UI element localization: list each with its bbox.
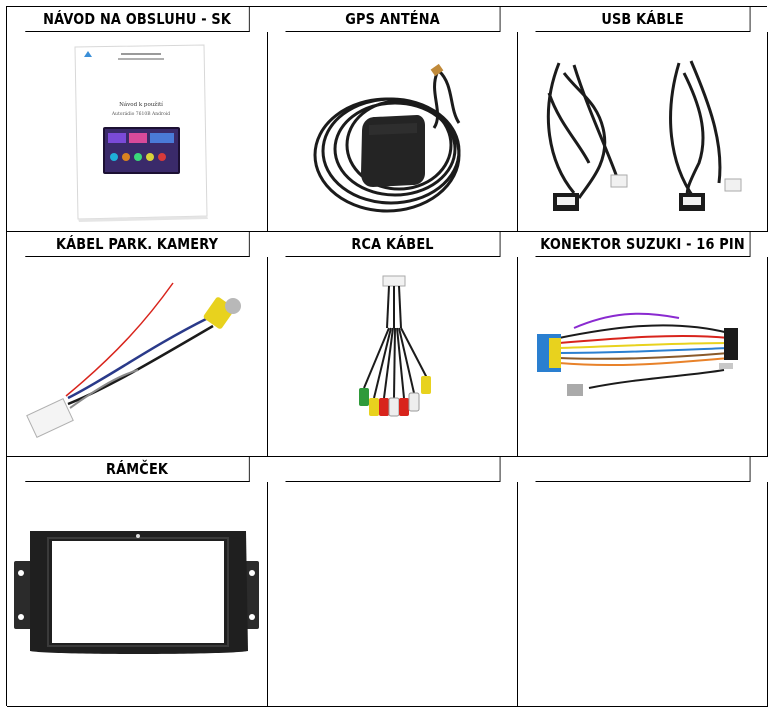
- header-label: USB KÁBLE: [601, 10, 684, 28]
- cell-camera: [7, 257, 268, 457]
- header-frame: RÁMČEK: [25, 457, 250, 482]
- manual-image: Návod k použití Autorádio 7610B Android: [73, 43, 208, 222]
- header-label: RÁMČEK: [106, 460, 169, 478]
- header-label: NÁVOD NA OBSLUHU - SK: [43, 10, 232, 28]
- cell-empty-2: [268, 482, 518, 707]
- header-label: GPS ANTÉNA: [345, 10, 440, 28]
- cell-usb: [518, 32, 768, 232]
- header-camera: KÁBEL PARK. KAMERY: [25, 232, 250, 257]
- cell-suzuki: [518, 257, 768, 457]
- frame-image: [13, 530, 259, 654]
- camera-cable-image: [25, 282, 241, 438]
- header-suzuki: KONEKTOR SUZUKI - 16 PIN: [535, 232, 751, 257]
- usb-cable-image: [546, 59, 741, 211]
- header-gps: GPS ANTÉNA: [285, 7, 501, 32]
- header-label: RCA KÁBEL: [351, 235, 434, 253]
- header-label: KÁBEL PARK. KAMERY: [55, 235, 219, 253]
- manual-doc-subtitle: Autorádio 7610B Android: [110, 110, 169, 117]
- rca-cable-image: [358, 275, 431, 416]
- header-rca: RCA KÁBEL: [285, 232, 501, 257]
- header-usb: USB KÁBLE: [535, 7, 751, 32]
- suzuki-connector-image: [536, 312, 738, 396]
- manual-doc-title: Návod k použití: [119, 101, 163, 108]
- header-empty-2: [285, 457, 501, 482]
- cell-rca: [268, 257, 518, 457]
- cell-manual: Návod k použití Autorádio 7610B Android: [7, 32, 268, 232]
- header-empty-3: [535, 457, 751, 482]
- header-label: KONEKTOR SUZUKI - 16 PIN: [540, 235, 745, 253]
- cell-empty-3: [518, 482, 768, 707]
- cell-gps: [268, 32, 518, 232]
- gps-antenna-image: [313, 63, 460, 212]
- items-table: NÁVOD NA OBSLUHU - SK GPS ANTÉNA USB KÁB…: [6, 6, 768, 707]
- cell-frame: [7, 482, 268, 707]
- header-manual: NÁVOD NA OBSLUHU - SK: [25, 7, 250, 32]
